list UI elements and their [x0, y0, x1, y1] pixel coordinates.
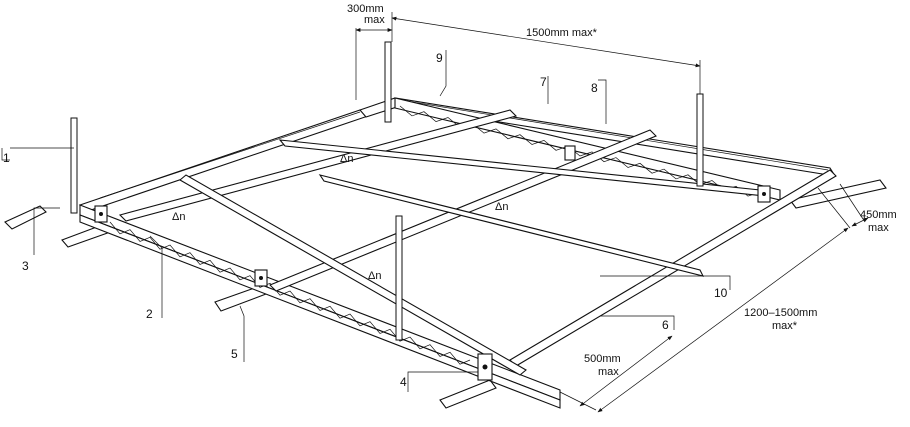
callout-leaders: [1, 50, 731, 392]
clip: [564, 145, 576, 161]
callout-10: 10: [714, 286, 728, 300]
dimension-lines: [355, 12, 869, 413]
marking: Δn: [172, 211, 185, 223]
dim-300-value: 300mm: [347, 3, 384, 15]
hanger-rod-2: [384, 41, 392, 123]
dim-500-value: 500mm: [584, 353, 621, 365]
dim-1200-value: 1200–1500mm: [744, 307, 817, 319]
callout-8: 8: [591, 81, 598, 95]
hanger-rod-3: [696, 93, 704, 187]
dim-500-max: max: [598, 366, 619, 378]
dim-1500: 1500mm max*: [526, 27, 598, 39]
hanger-rods: [70, 41, 704, 341]
dim-450-value: 450mm: [860, 209, 897, 221]
callout-labels: 1 2 3 4 5 6 7 8 9 10: [3, 51, 728, 389]
marking: Δn: [495, 201, 508, 213]
marking: Δn: [340, 153, 353, 165]
front-rail: [79, 204, 561, 409]
hanger-rod-4: [395, 215, 403, 341]
marking: Δn: [368, 270, 381, 282]
runners: [118, 109, 837, 376]
callout-5: 5: [231, 347, 238, 361]
connector-clips: [94, 145, 771, 381]
callout-3: 3: [22, 259, 29, 273]
callout-7: 7: [540, 75, 547, 89]
dim-300-max: max: [364, 14, 385, 26]
markings: Δn Δn Δn Δn: [172, 153, 508, 282]
callout-6: 6: [662, 318, 669, 332]
dim-1200-max: max*: [772, 320, 798, 332]
dimension-labels: 300mm max 1500mm max* 450mm max 1200–150…: [347, 3, 897, 378]
hanger-rod-1: [70, 117, 78, 214]
dim-450-max: max: [868, 222, 889, 234]
callout-1: 1: [3, 151, 10, 165]
callout-9: 9: [436, 51, 443, 65]
callout-2: 2: [146, 307, 153, 321]
callout-4: 4: [400, 375, 407, 389]
right-rail: [394, 97, 781, 201]
